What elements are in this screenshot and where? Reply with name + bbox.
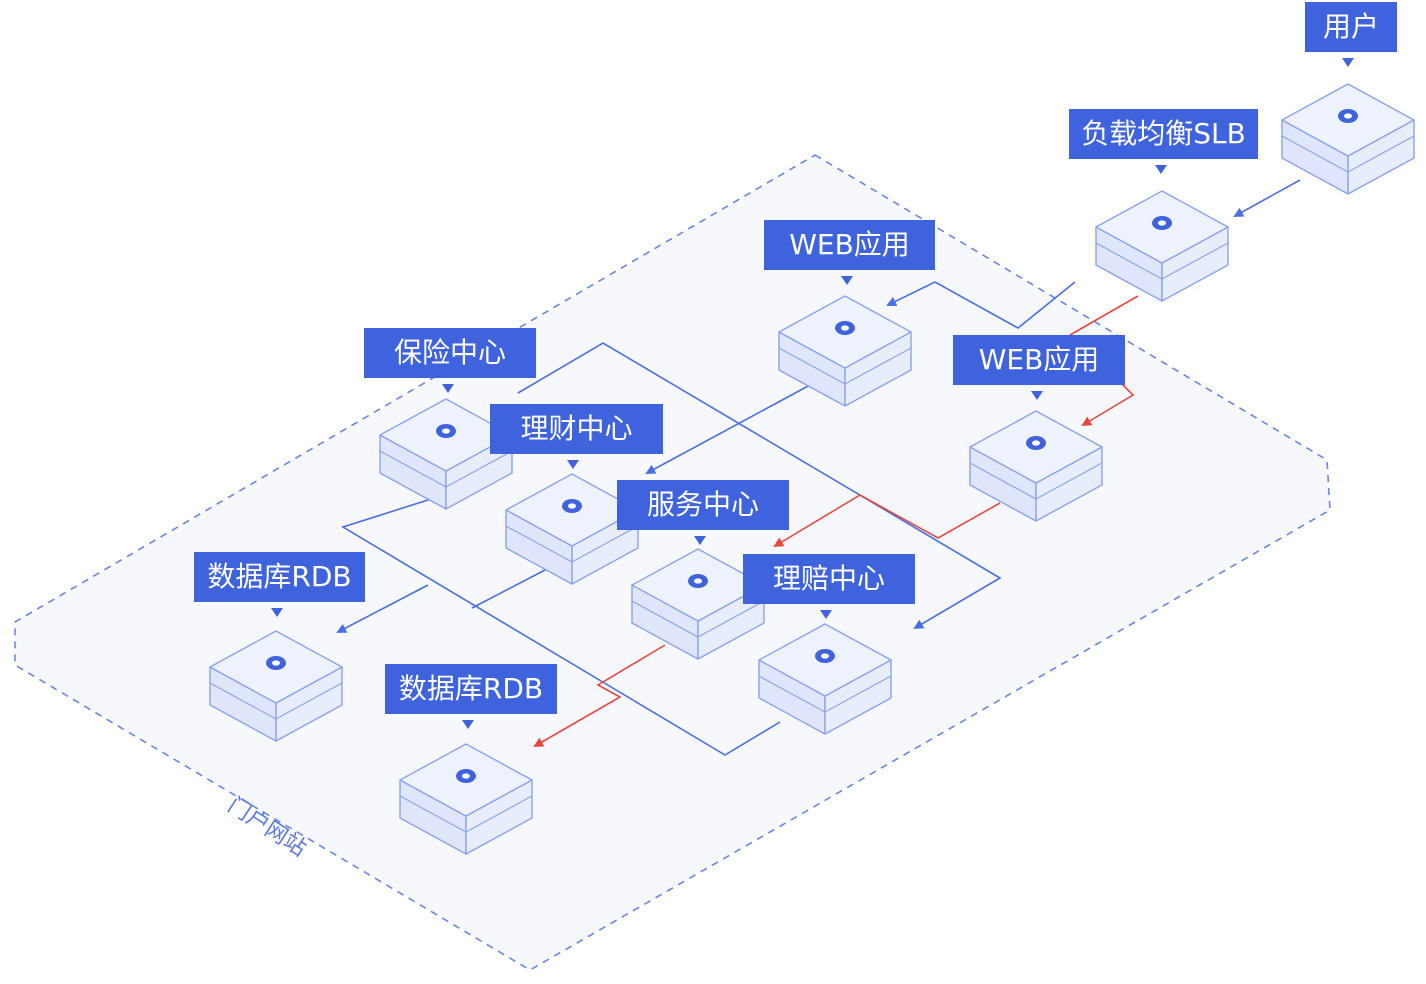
icon-glyph (272, 660, 280, 666)
node-box-slb (1095, 190, 1229, 302)
box-divider (379, 450, 513, 488)
node-label-web-app-2: WEB应用 (953, 335, 1125, 385)
flow-service-to-db2 (533, 644, 666, 747)
flow-lines-normal (336, 179, 1301, 756)
icon-glyph (568, 503, 576, 509)
pointer-web-app-2 (1031, 391, 1043, 400)
node-label-database-1: 数据库RDB (194, 552, 365, 602)
pointer-user (1342, 58, 1354, 67)
pointer-database-2 (462, 720, 474, 729)
flow-grid-left (341, 492, 781, 756)
node-box-user (1281, 83, 1415, 195)
node-label-slb: 负载均衡SLB (1069, 109, 1258, 159)
box-divider (209, 682, 343, 720)
box-divider (505, 525, 639, 563)
flow-grid-mid (471, 569, 546, 609)
icon-glyph (442, 428, 450, 434)
icon-glyph (462, 773, 470, 779)
flow-web1-to-service (645, 384, 811, 474)
node-label-claims-center: 理赔中心 (743, 554, 915, 604)
node-label-service-center: 服务中心 (617, 480, 789, 530)
flow-grid-db1 (336, 584, 429, 633)
icon-glyph (821, 653, 829, 659)
pointer-insurance-center (442, 384, 454, 393)
box-divider (1281, 135, 1415, 173)
node-box-web1 (778, 295, 912, 407)
node-label-web-app-1: WEB应用 (764, 220, 935, 270)
node-label-finance-center: 理财中心 (490, 404, 663, 454)
node-box-db1 (209, 630, 343, 742)
node-box-claims (758, 623, 892, 735)
pointer-service-center (694, 536, 706, 545)
pointer-database-1 (271, 608, 283, 617)
flow-lines-highlight (533, 295, 1139, 747)
icon-glyph (1158, 220, 1166, 226)
flow-slb-to-web2 (1069, 295, 1139, 336)
node-label-database-2: 数据库RDB (385, 664, 557, 714)
pointer-web-app-1 (841, 276, 853, 285)
flow-web2-to-service (773, 494, 1001, 548)
box-divider (778, 347, 912, 385)
icon-glyph (841, 325, 849, 331)
node-box-web2 (969, 410, 1103, 522)
flow-grid-upper (517, 342, 1002, 630)
box-divider (1095, 242, 1229, 280)
flow-slb-to-web1 (886, 281, 1076, 329)
box-divider (969, 462, 1103, 500)
node-box-db2 (399, 743, 533, 855)
box-divider (631, 600, 765, 638)
icon-glyph (1032, 440, 1040, 446)
icon-glyph (694, 578, 702, 584)
node-label-user: 用户 (1305, 2, 1397, 52)
box-divider (758, 675, 892, 713)
box-divider (399, 795, 533, 833)
pointer-slb (1155, 165, 1167, 174)
pointer-finance-center (567, 460, 579, 469)
node-label-insurance-center: 保险中心 (364, 328, 536, 378)
pointer-claims-center (820, 610, 832, 619)
flow-user-to-slb (1233, 179, 1301, 217)
flow-to-web2 (1081, 379, 1135, 427)
icon-glyph (1344, 113, 1352, 119)
